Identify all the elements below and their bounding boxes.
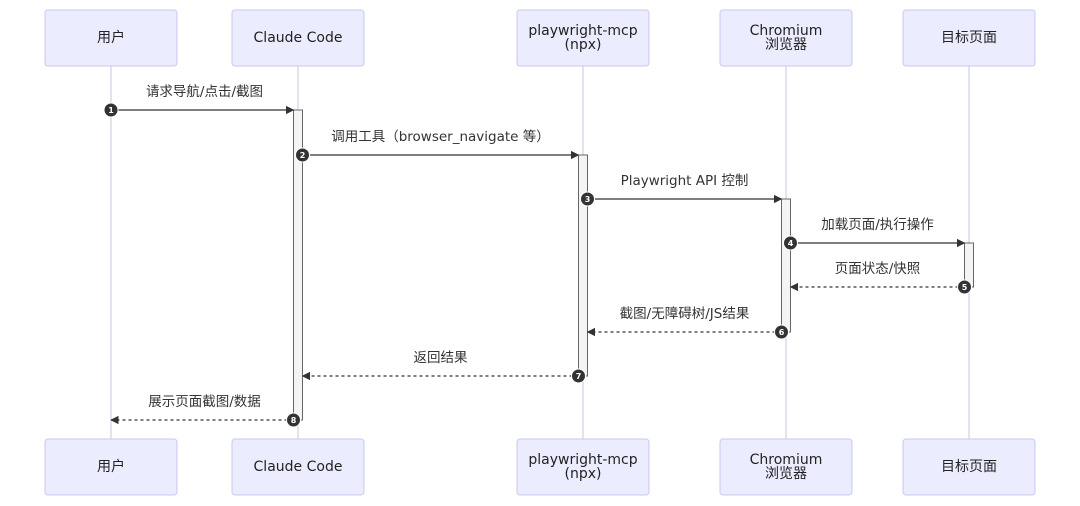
- message-label: 加载页面/执行操作: [821, 217, 934, 233]
- message-label: 调用工具（browser_navigate 等）: [331, 128, 550, 145]
- actor-box: [902, 9, 1036, 67]
- message-8: 展示页面截图/数据 8: [110, 394, 301, 428]
- actor-page-bottom: 目标页面: [902, 438, 1036, 496]
- message-label: 返回结果: [414, 350, 468, 366]
- actor-box: [516, 438, 650, 496]
- sequence-number-badge: [295, 147, 310, 163]
- actor-label: (npx): [565, 37, 602, 53]
- activation-bar-mcp: [578, 154, 588, 377]
- actor-label: playwright-mcp: [528, 23, 637, 39]
- actor-label: 浏览器: [765, 466, 807, 482]
- actor-label: Chromium: [750, 452, 823, 468]
- actor-label: Claude Code: [254, 30, 343, 46]
- sequence-number-badge: [783, 235, 798, 251]
- message-7: 返回结果 7: [301, 350, 586, 384]
- actor-claude-top: Claude Code: [231, 9, 365, 67]
- actor-mcp-bottom: playwright-mcp(npx): [516, 438, 650, 496]
- activation-bar-chromium: [781, 198, 791, 333]
- actor-box: [719, 9, 853, 67]
- message-label: 展示页面截图/数据: [148, 394, 261, 410]
- actor-box: [231, 9, 365, 67]
- actor-user-top: 用户: [44, 9, 178, 67]
- sequence-number-badge: [774, 324, 789, 340]
- message-6: 截图/无障碍树/JS结果 6: [586, 306, 789, 340]
- sequence-number: 8: [291, 416, 297, 425]
- message-5: 页面状态/快照 5: [789, 261, 972, 295]
- message-4: 加载页面/执行操作 4: [783, 217, 966, 251]
- actor-box: [516, 9, 650, 67]
- actor-mcp-top: playwright-mcp(npx): [516, 9, 650, 67]
- sequence-number: 3: [585, 195, 591, 204]
- actor-label: 浏览器: [765, 37, 807, 53]
- message-2: 调用工具（browser_navigate 等） 2: [295, 128, 580, 163]
- message-label: 页面状态/快照: [835, 261, 921, 277]
- message-1: 请求导航/点击/截图 1: [103, 84, 295, 118]
- sequence-number-badge: [957, 279, 972, 295]
- sequence-number-badge: [571, 368, 586, 384]
- message-label: 请求导航/点击/截图: [146, 84, 263, 100]
- actor-page-top: 目标页面: [902, 9, 1036, 67]
- actor-label: Chromium: [750, 23, 823, 39]
- sequence-number: 1: [108, 106, 114, 115]
- actor-box: [902, 438, 1036, 496]
- sequence-number: 5: [962, 283, 968, 292]
- sequence-number: 6: [779, 328, 785, 337]
- sequence-number: 4: [788, 239, 794, 248]
- actor-claude-bottom: Claude Code: [231, 438, 365, 496]
- actor-box: [44, 438, 178, 496]
- actor-user-bottom: 用户: [44, 438, 178, 496]
- sequence-number-badge: [580, 191, 595, 207]
- actor-label: 目标页面: [941, 30, 997, 46]
- actor-label: 目标页面: [941, 459, 997, 475]
- sequence-number-badge: [286, 412, 301, 428]
- actor-box: [231, 438, 365, 496]
- actor-label: 用户: [97, 458, 125, 475]
- sequence-number: 7: [576, 372, 582, 381]
- actor-box: [719, 438, 853, 496]
- message-3: Playwright API 控制 3: [580, 173, 783, 207]
- actor-label: 用户: [97, 29, 125, 46]
- actor-label: Claude Code: [254, 459, 343, 475]
- actor-label: playwright-mcp: [528, 452, 637, 468]
- message-label: Playwright API 控制: [621, 173, 749, 189]
- sequence-number: 2: [300, 151, 306, 160]
- actor-box: [44, 9, 178, 67]
- sequence-number-badge: [103, 102, 119, 118]
- actor-label: (npx): [565, 466, 602, 482]
- message-label: 截图/无障碍树/JS结果: [620, 306, 750, 322]
